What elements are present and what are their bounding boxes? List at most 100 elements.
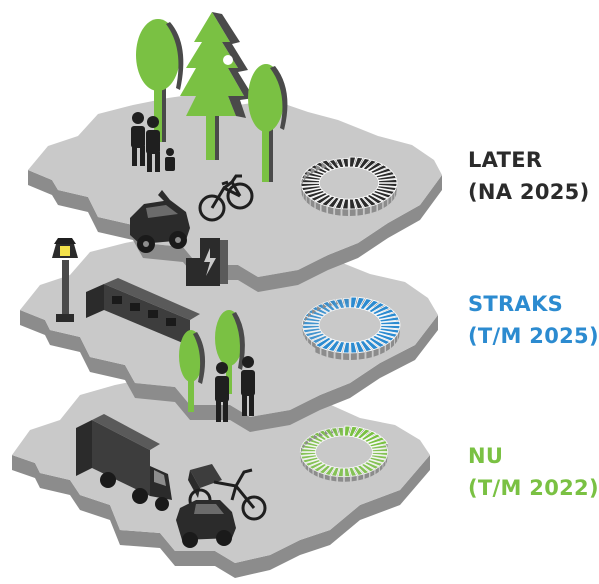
ring-segment-side [324,474,330,481]
ring-segment-filled [301,185,322,191]
ring-segment-filled [334,197,345,210]
phase-later-title: LATER [468,148,543,172]
ring-segment-filled [358,157,371,169]
ring-segment-open [304,459,322,467]
ring-segment-filled [371,305,391,315]
ring-segment-filled [369,164,389,174]
ring-segment-side [344,476,350,482]
ring-segment-filled [302,187,323,195]
ring-segment-filled [360,430,377,441]
ring-segment-side [349,208,356,216]
ring-segment-open [308,461,325,470]
ring-segment-filled [372,190,393,199]
tree-icon [179,310,245,412]
ring-segment-side [342,208,349,216]
ring-segment-filled [379,327,400,334]
tree-icon [248,64,288,182]
progress-ring-later [300,156,398,216]
ring-segment-filled [344,425,351,437]
ring-segment-side [358,351,365,360]
ring-segment-filled [320,338,337,351]
ring-segment-filled [358,197,371,209]
ring-segment-open [363,461,380,470]
ring-segment-filled [377,330,398,338]
ring-segment-filled [379,316,400,323]
ring-segment-filled [350,296,358,309]
ring-segment-side [328,350,334,359]
ring-segment-filled [327,197,340,209]
ring-segment-filled [341,198,349,210]
ring-segment-open [344,467,351,478]
ring-segment-open [371,448,389,453]
pine-tree-icon [180,12,254,160]
ring-segment-side [350,352,357,360]
ring-segment-open [316,303,333,313]
ring-segment-filled [372,167,393,176]
ring-segment-filled [320,195,336,207]
ring-segment-open [311,306,329,315]
ring-segment-side [328,206,334,215]
ring-segment-side [302,460,305,468]
ring-segment-filled [354,296,366,309]
ring-segment-filled [354,341,366,354]
ring-segment-open [348,466,358,477]
ring-segment-filled [367,302,386,313]
ring-segment-filled [301,175,322,181]
phase-label-straks: STRAKS (T/M 2025) [468,288,599,352]
ring-segment-side [385,456,388,465]
ring-segment-side [373,347,379,357]
ring-segment-side [383,460,386,468]
tree-icon [136,19,184,142]
ring-segment-side [383,198,388,209]
ring-segment-side [335,351,342,360]
ring-segment-side [386,341,390,352]
ring-segment-open [300,444,318,450]
bicycle-icon [198,174,254,222]
ring-segment-side [315,345,320,355]
ring-segment-open [308,434,325,443]
ring-segment-open [307,332,326,341]
ring-segment-open [312,431,328,441]
ring-segment-filled [369,192,389,202]
ring-segment-filled [309,192,329,202]
ring-segment-open [352,466,364,476]
ring-segment-filled [363,299,380,312]
ring-segment-open [370,454,388,460]
ring-segment-filled [327,340,341,352]
ring-segment-open [324,428,336,438]
ring-segment-side [321,347,327,357]
ground-layer-later-side [28,170,442,292]
ring-segment-side [303,329,305,338]
car-icon [176,500,236,548]
ring-segment-open [337,426,344,437]
ring-segment-filled [314,194,332,205]
ring-segment-side [305,333,308,342]
ring-segment-open [299,448,317,453]
ring-segment-filled [374,308,395,318]
ring-segment-filled [377,312,398,320]
ring-segment-filled [350,341,358,354]
ground-layer-nu-side [12,455,430,578]
people-icon [215,356,255,422]
ring-segment-side [377,201,383,211]
ring-segment-open [342,157,349,168]
ring-segment-open [337,467,344,478]
ring-segment-open [330,427,340,438]
ring-segment-filled [362,195,378,207]
ring-segment-side [364,206,370,215]
ring-segment-filled [380,324,401,330]
cargo-bike-icon [188,464,267,521]
ring-segment-open [302,327,321,334]
ring-segment-open [318,464,332,475]
family-icon [131,112,175,172]
ring-segment-open [304,330,323,338]
ring-segment-filled [368,440,389,448]
ring-segment-filled [305,190,326,199]
ring-segment-side [315,201,321,211]
truck-icon [76,414,172,511]
phase-straks-title: STRAKS [468,292,564,316]
ring-segment-filled [353,156,364,169]
ring-segment-side [343,352,350,360]
ring-segment-side [331,475,337,482]
